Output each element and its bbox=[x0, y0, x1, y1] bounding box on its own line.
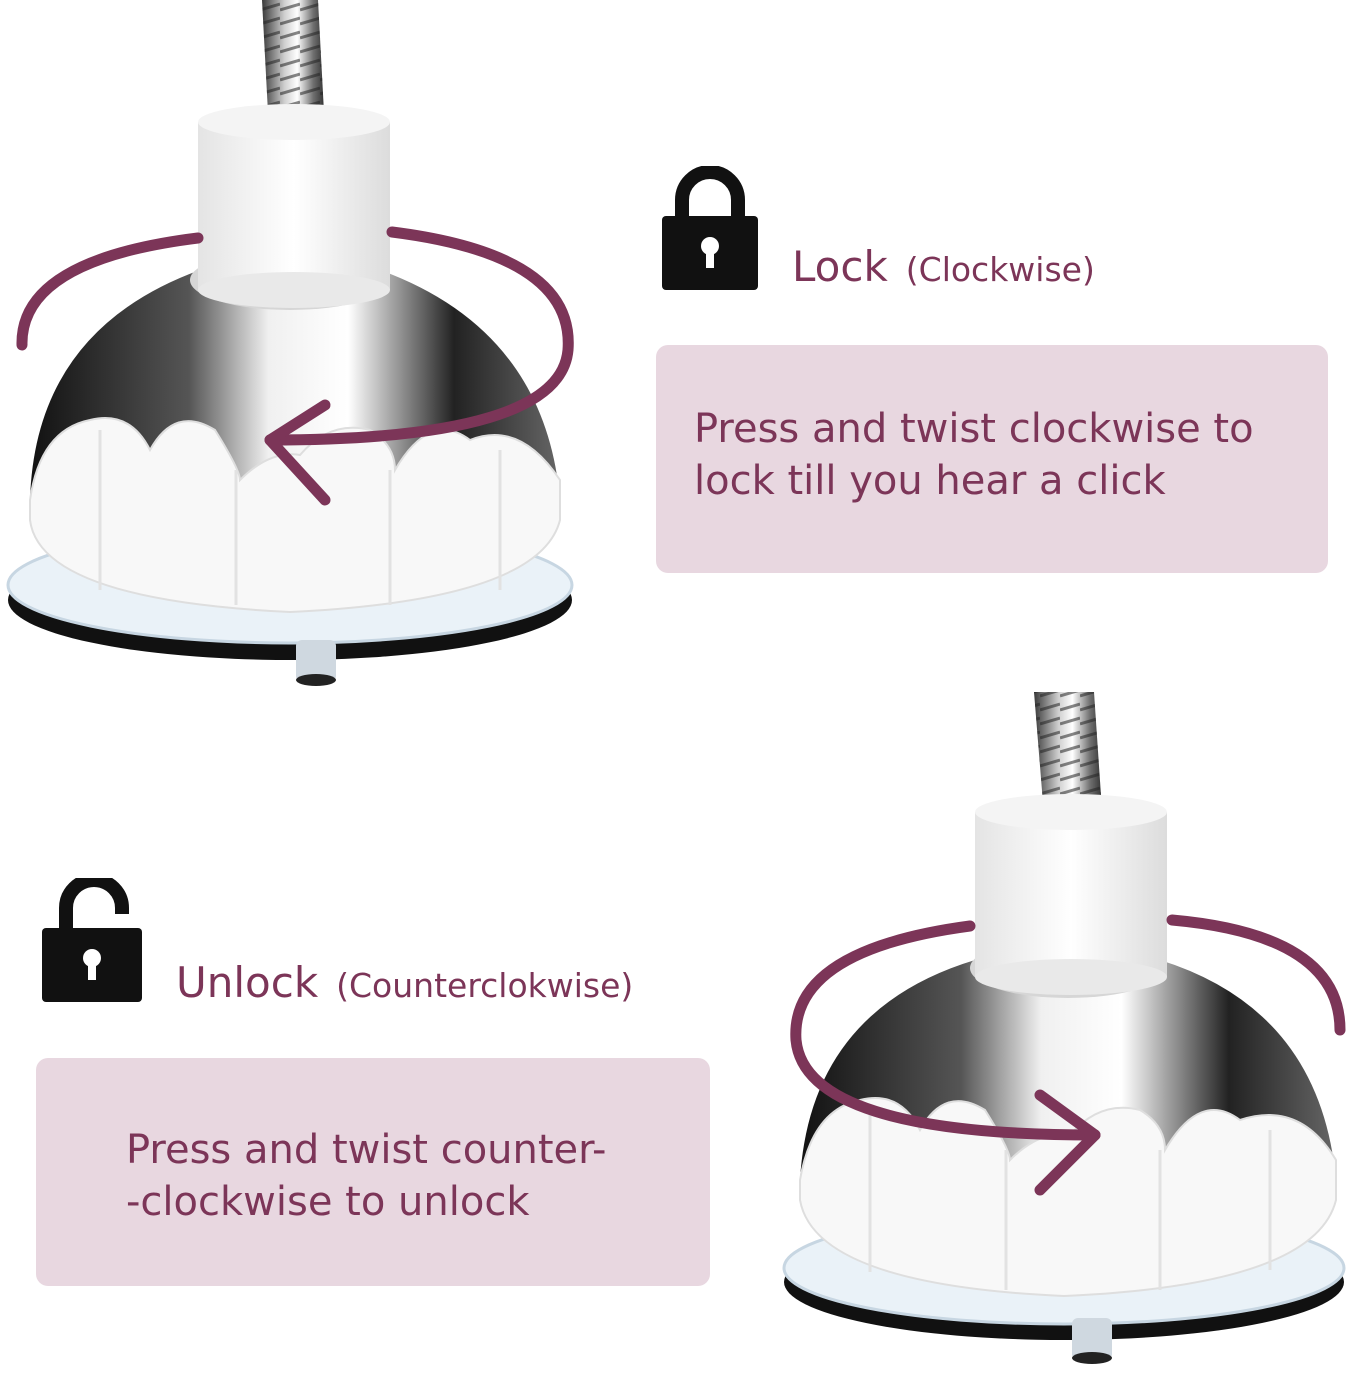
suction-base-unlock bbox=[782, 692, 1346, 1364]
padlock-closed-icon bbox=[662, 166, 758, 290]
counterclockwise-arrow-icon bbox=[790, 914, 1346, 1196]
clockwise-arrow-icon bbox=[16, 226, 574, 506]
lock-heading: Lock (Clockwise) bbox=[792, 242, 1095, 291]
unlock-heading: Unlock (Counterclokwise) bbox=[176, 958, 633, 1007]
lock-description-line-1: Press and twist clockwise to bbox=[694, 406, 1254, 452]
lock-title: Lock bbox=[792, 242, 888, 291]
lock-subtitle: (Clockwise) bbox=[905, 250, 1095, 289]
suction-base-lock bbox=[6, 0, 574, 686]
unlock-title: Unlock bbox=[176, 958, 319, 1007]
unlock-subtitle: (Counterclokwise) bbox=[336, 966, 634, 1005]
unlock-description-line-2: -clockwise to unlock bbox=[126, 1179, 530, 1225]
lock-description-box: Press and twist clockwise to lock till y… bbox=[656, 345, 1328, 573]
padlock-open-icon bbox=[42, 878, 142, 1002]
lock-description-line-2: lock till you hear a click bbox=[694, 458, 1166, 504]
unlock-description-line-1: Press and twist counter- bbox=[126, 1127, 607, 1173]
unlock-description-box: Press and twist counter- -clockwise to u… bbox=[36, 1058, 710, 1286]
